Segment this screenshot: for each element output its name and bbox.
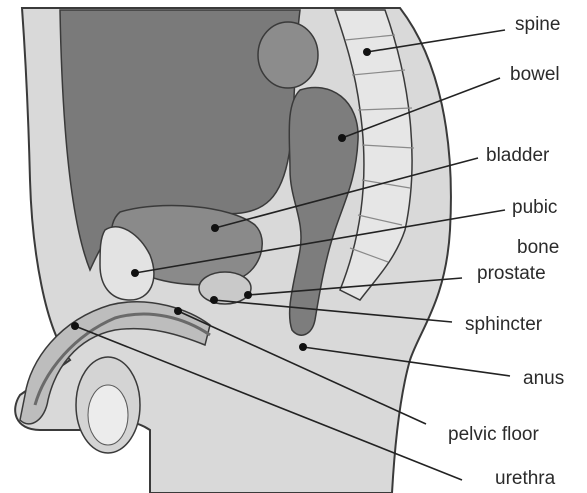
prostate-shape (199, 272, 251, 304)
label-spine: spine (515, 14, 560, 36)
testicle-inner (88, 385, 128, 445)
upper-bowel-loop (258, 22, 318, 88)
label-bowel: bowel (510, 64, 560, 86)
label-prostate: prostate (477, 263, 546, 285)
label-urethra: urethra (495, 468, 555, 490)
label-bladder: bladder (486, 145, 549, 167)
label-anus: anus (523, 368, 564, 390)
label-pubic-bone-line1: pubic (512, 197, 557, 219)
label-pelvic-floor: pelvic floor (448, 424, 539, 446)
label-pubic-bone-line2: bone (517, 237, 559, 259)
label-sphincter: sphincter (465, 314, 542, 336)
